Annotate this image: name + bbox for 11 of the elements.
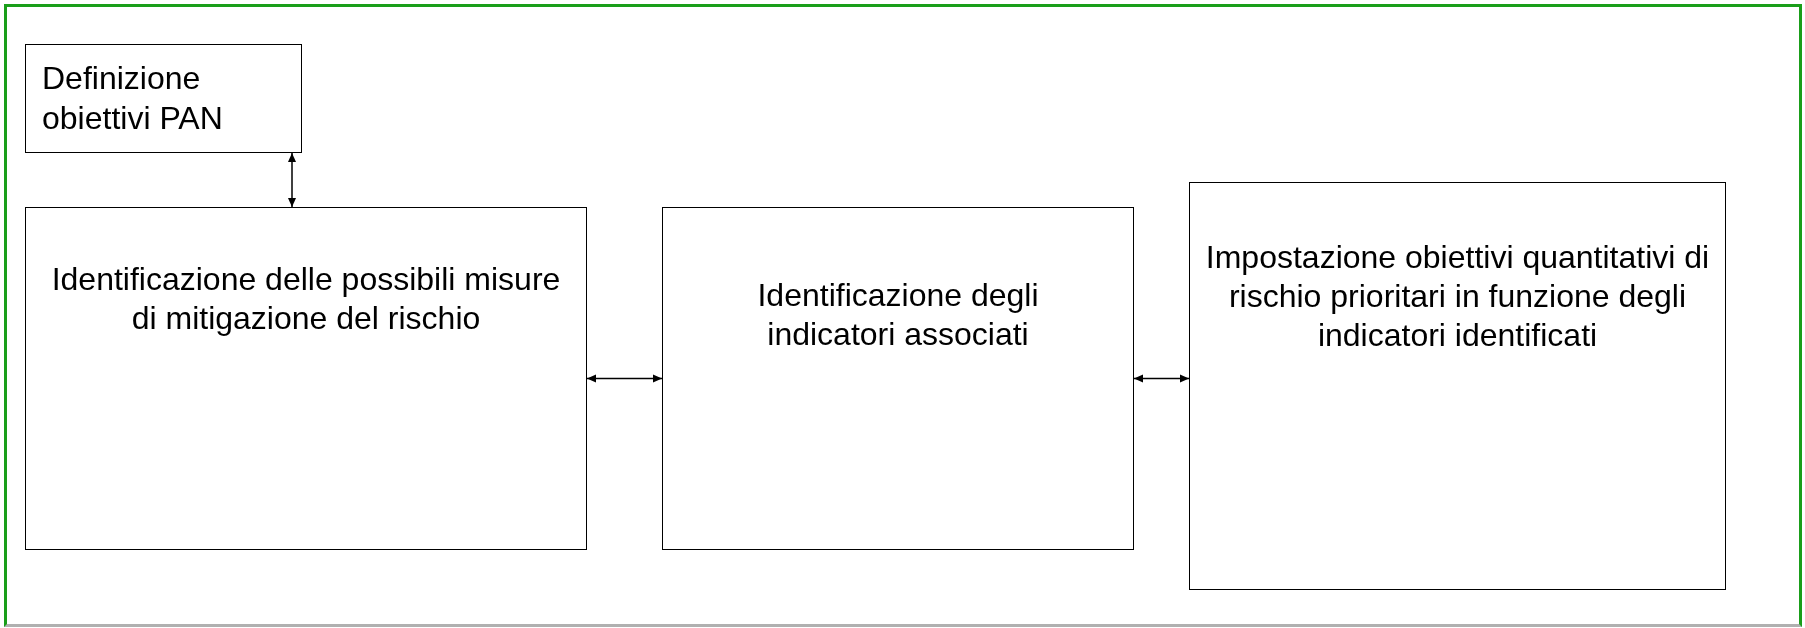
box-text: Definizione obiettivi PAN	[42, 59, 224, 138]
double-arrow	[1133, 374, 1190, 383]
process-box	[25, 44, 302, 153]
process-box	[25, 207, 587, 550]
process-box	[662, 207, 1134, 550]
process-box	[1189, 182, 1726, 590]
box-text: Impostazione obiettivi quantitativi di rischio prioritari in funzione degli indicatori identificati	[1204, 238, 1711, 356]
double-arrow	[586, 374, 663, 383]
box-text: Identificazione delle possibili misure di mitigazione del rischio	[50, 260, 562, 339]
double-arrow	[288, 152, 296, 208]
box-text: Identificazione degli indicatori associati	[756, 276, 1040, 355]
